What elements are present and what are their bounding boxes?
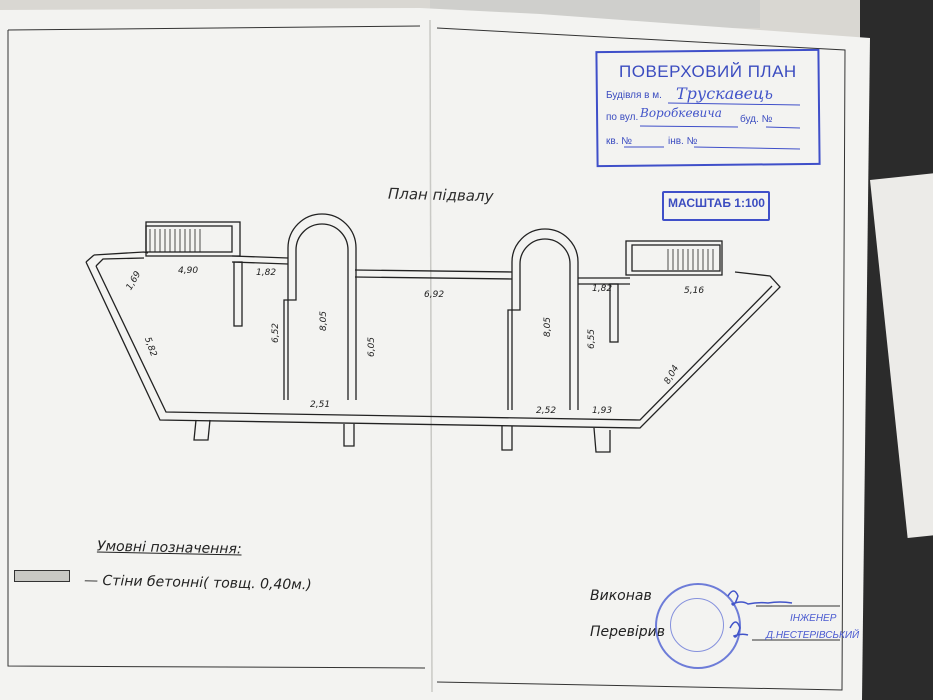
scale-box [662,191,770,221]
dimension-label: 5,16 [684,286,705,296]
building-label: Будівля в м. [606,90,662,101]
street-handwritten: Воробкевича [640,106,722,120]
engineer-role: ІНЖЕНЕР [790,613,837,624]
done-by-label: Виконав [590,588,652,604]
inventory-label: інв. № [668,136,698,147]
city-handwritten: Трускавець [676,84,773,103]
dimension-label: 2,52 [536,406,557,416]
checked-by-label: Перевірив [590,624,666,640]
scale-label: МАСШТАБ 1:100 [668,196,765,210]
dimension-label: 2,51 [310,400,331,410]
house-label: буд. № [740,114,773,125]
dimension-label: 1,93 [592,406,613,416]
round-seal-inner [670,598,724,652]
apartment-label: кв. № [606,136,632,147]
dimension-label: 1,82 [256,268,277,278]
dimension-label: 1,82 [592,284,613,294]
stamp-title: ПОВЕРХОВИЙ ПЛАН [619,62,797,81]
street-label: по вул. [606,112,639,123]
legend-wall-swatch [14,570,70,582]
dimension-label: 4,90 [178,266,199,276]
dimension-label: 6,92 [424,290,445,300]
engineer-name: Д.НЕСТЕРІВСЬКИЙ [766,630,860,641]
